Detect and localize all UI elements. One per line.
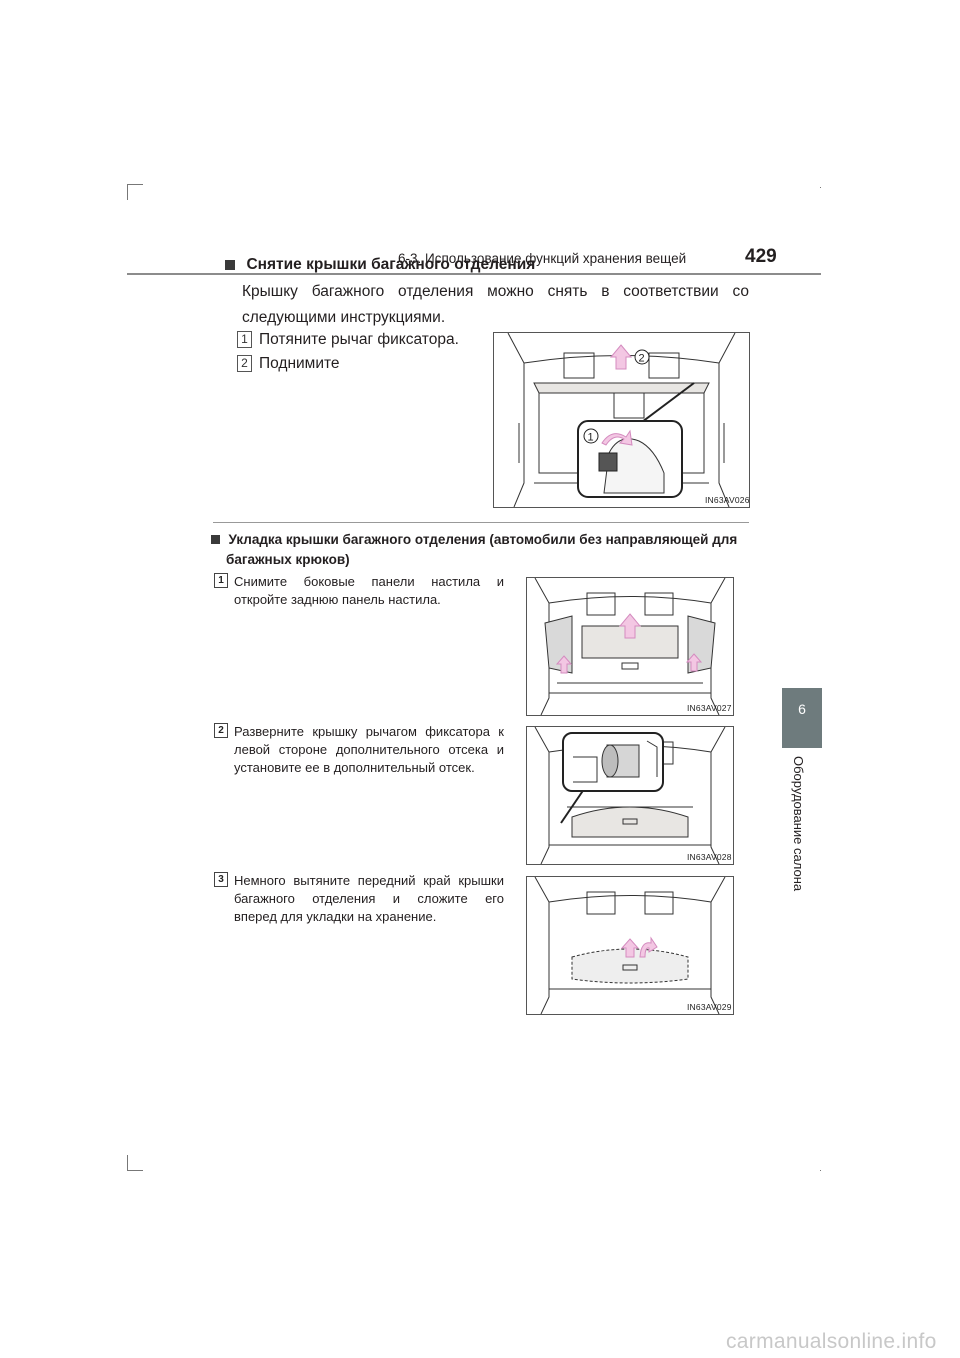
section1-intro-line1: Крышку багажного отделения можно снять в…	[242, 283, 749, 300]
crop-mark-bottom-left-v	[127, 1155, 128, 1171]
header-rule	[127, 273, 821, 275]
up-arrow-icon	[620, 938, 640, 958]
chapter-tab: 6	[782, 688, 822, 748]
section1-step1-text: Потяните рычаг фиксатора.	[259, 331, 459, 348]
figure-fold-cover-forward: IN63AV029	[526, 876, 734, 1015]
crop-mark-top-right	[820, 187, 821, 188]
section2-step1-text: Снимите боковые панели настила и откройт…	[234, 573, 504, 609]
figure-code: IN63AV028	[687, 852, 732, 862]
crop-mark-top-left-v	[127, 184, 128, 200]
section2-heading-line2: багажных крюков)	[226, 552, 350, 567]
section2-step1-line1: Снимите боковые панели настила и	[234, 574, 504, 589]
page-number: 429	[745, 246, 777, 267]
figure-code: IN63AV029	[687, 1002, 732, 1012]
crop-mark-bottom-right	[820, 1170, 821, 1171]
section2-step1-number: 1	[214, 573, 228, 588]
section-divider	[213, 522, 749, 523]
section2-step1-line2: откройте заднюю панель настила.	[234, 592, 441, 607]
chapter-title: Оборудование салона	[791, 756, 806, 892]
section2-step3-number: 3	[214, 872, 228, 887]
up-arrow-icon	[609, 344, 633, 370]
section1-step1-number: 1	[237, 331, 252, 348]
watermark: carmanualsonline.info	[726, 1330, 937, 1353]
figure-code: IN63AV027	[687, 703, 732, 713]
curved-arrow-icon	[639, 936, 658, 958]
section1-intro-line2: следующими инструкциями.	[242, 309, 446, 326]
up-arrow-icon	[618, 613, 642, 639]
section2-step2-line2: левой стороне дополнительного отсека и	[234, 742, 504, 757]
section2-step2-number: 2	[214, 723, 228, 738]
section2-step3-line2: багажного отделения и сложите его	[234, 891, 504, 906]
chapter-title-vertical: Оборудование салона	[791, 756, 813, 906]
figure-stow-cover-compartment: IN63AV028	[526, 726, 734, 865]
crop-mark-bottom-left-h	[127, 1170, 143, 1171]
up-arrow-icon	[685, 653, 703, 672]
section2-step2-line3: установите ее в дополнительный отсек.	[234, 760, 475, 775]
section2-heading: Укладка крышки багажного отделения (авто…	[211, 530, 749, 570]
curved-arrow-icon	[601, 429, 633, 446]
figure-remove-side-panels: IN63AV027	[526, 577, 734, 716]
running-header: 6-3. Использование функций хранения веще…	[398, 251, 687, 266]
section1-step2-text: Поднимите	[259, 355, 340, 372]
section2-step3-text: Немного вытяните передний край крышки ба…	[234, 872, 504, 926]
crop-mark-top-left-h	[127, 184, 143, 185]
section1-step2-number: 2	[237, 355, 252, 372]
square-bullet-icon	[211, 535, 220, 544]
up-arrow-icon	[555, 655, 573, 674]
section2-step3-line1: Немного вытяните передний край крышки	[234, 873, 504, 888]
cargo-area-illustration: 2 1	[507, 333, 736, 507]
section2-step2-line1: Разверните крышку рычагом фиксатора к	[234, 724, 504, 739]
callout-2: 2	[639, 353, 645, 365]
square-bullet-icon	[225, 260, 235, 270]
section1-heading-text: Снятие крышки багажного отделения	[246, 256, 536, 273]
section1-heading: Снятие крышки багажного отделения	[225, 256, 535, 274]
section2-heading-line1: Укладка крышки багажного отделения (авто…	[228, 532, 738, 547]
callout-1: 1	[588, 432, 594, 444]
section2-step2-text: Разверните крышку рычагом фиксатора к ле…	[234, 723, 504, 777]
figure-cargo-cover-removal: 2 1 IN63AV026	[493, 332, 750, 508]
chapter-number: 6	[798, 701, 806, 717]
section2-step3-line3: вперед для укладки на хранение.	[234, 909, 437, 924]
figure-code: IN63AV026	[705, 495, 750, 505]
